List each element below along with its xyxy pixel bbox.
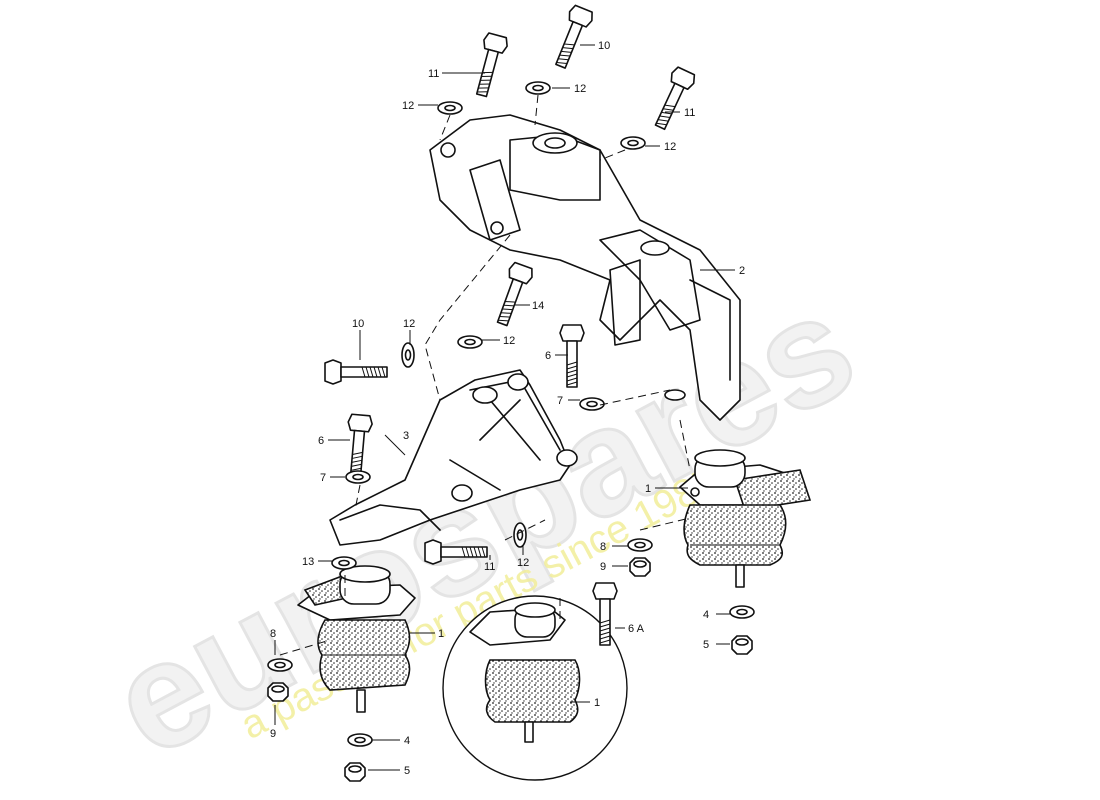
bolt-14	[490, 260, 536, 329]
engine-mount-left-part-1	[297, 565, 416, 713]
washer-13	[331, 556, 357, 570]
callout-12-top-right: 12	[664, 141, 676, 153]
callout-7-left: 7	[320, 472, 326, 484]
washer-12-middle	[401, 342, 415, 368]
callout-11-top-right: 11	[684, 107, 695, 119]
callout-2: 2	[739, 265, 745, 277]
washer-4-left	[347, 733, 373, 747]
nut-9-left	[267, 682, 289, 702]
callout-4-left: 4	[404, 735, 410, 747]
callout-1-right: 1	[645, 483, 651, 495]
washer-12-top-left	[437, 101, 463, 115]
callout-12-top-left: 12	[402, 100, 414, 112]
washer-12-bottom	[513, 522, 527, 548]
upper-bracket-part-2	[429, 114, 741, 421]
assembly-guide-lines	[279, 94, 691, 656]
callout-6A: 6 A	[628, 623, 645, 635]
callout-10-middle: 10	[352, 318, 364, 330]
callout-6-left: 6	[318, 435, 324, 447]
callout-11-bottom: 11	[484, 561, 495, 573]
washer-4-right	[729, 605, 755, 619]
callout-9-left: 9	[270, 728, 276, 740]
callout-12-bolt-14: 12	[503, 335, 515, 347]
bolt-11-top-right	[648, 65, 698, 133]
callout-6-right: 6	[545, 350, 551, 362]
washer-12-top-right	[620, 136, 646, 150]
washer-7-right	[579, 397, 605, 411]
callout-12-bottom: 12	[517, 557, 529, 569]
callout-12-middle: 12	[403, 318, 415, 330]
nut-5-right	[731, 635, 753, 655]
callout-1-left: 1	[438, 628, 444, 640]
washer-12-bolt-14	[457, 335, 483, 349]
bolt-10-top	[548, 3, 596, 72]
washer-12-top	[525, 81, 551, 95]
callout-4-right: 4	[703, 609, 709, 621]
callout-8-right: 8	[600, 541, 606, 553]
callout-9-right: 9	[600, 561, 606, 573]
lower-bracket-part-3	[329, 369, 578, 546]
callout-7-right: 7	[557, 395, 563, 407]
callout-14: 14	[532, 300, 544, 312]
callout-labels: 11 10 11 12 12 12 2 14 12 10 12 6 7 3 6 …	[270, 40, 745, 777]
callout-leaders	[274, 44, 735, 771]
washer-8-left	[267, 658, 293, 672]
nut-5-left	[344, 762, 366, 782]
callout-13: 13	[302, 556, 314, 568]
alternative-mount-inset	[442, 595, 628, 781]
callout-3: 3	[403, 430, 409, 442]
washer-8-right	[627, 538, 653, 552]
callout-5-right: 5	[703, 639, 709, 651]
callout-10-top: 10	[598, 40, 610, 52]
bolt-11-top-left	[469, 31, 510, 100]
nut-9-right	[629, 557, 651, 577]
callout-8-left: 8	[270, 628, 276, 640]
callout-12-top: 12	[574, 83, 586, 95]
bolt-10-middle	[324, 359, 388, 385]
callout-1-inset: 1	[594, 697, 600, 709]
callout-11-top-left: 11	[428, 68, 439, 80]
callout-5-left: 5	[404, 765, 410, 777]
washer-7-left	[345, 470, 371, 484]
engine-mount-right-part-1	[679, 449, 812, 588]
bolt-6-left	[342, 413, 374, 479]
